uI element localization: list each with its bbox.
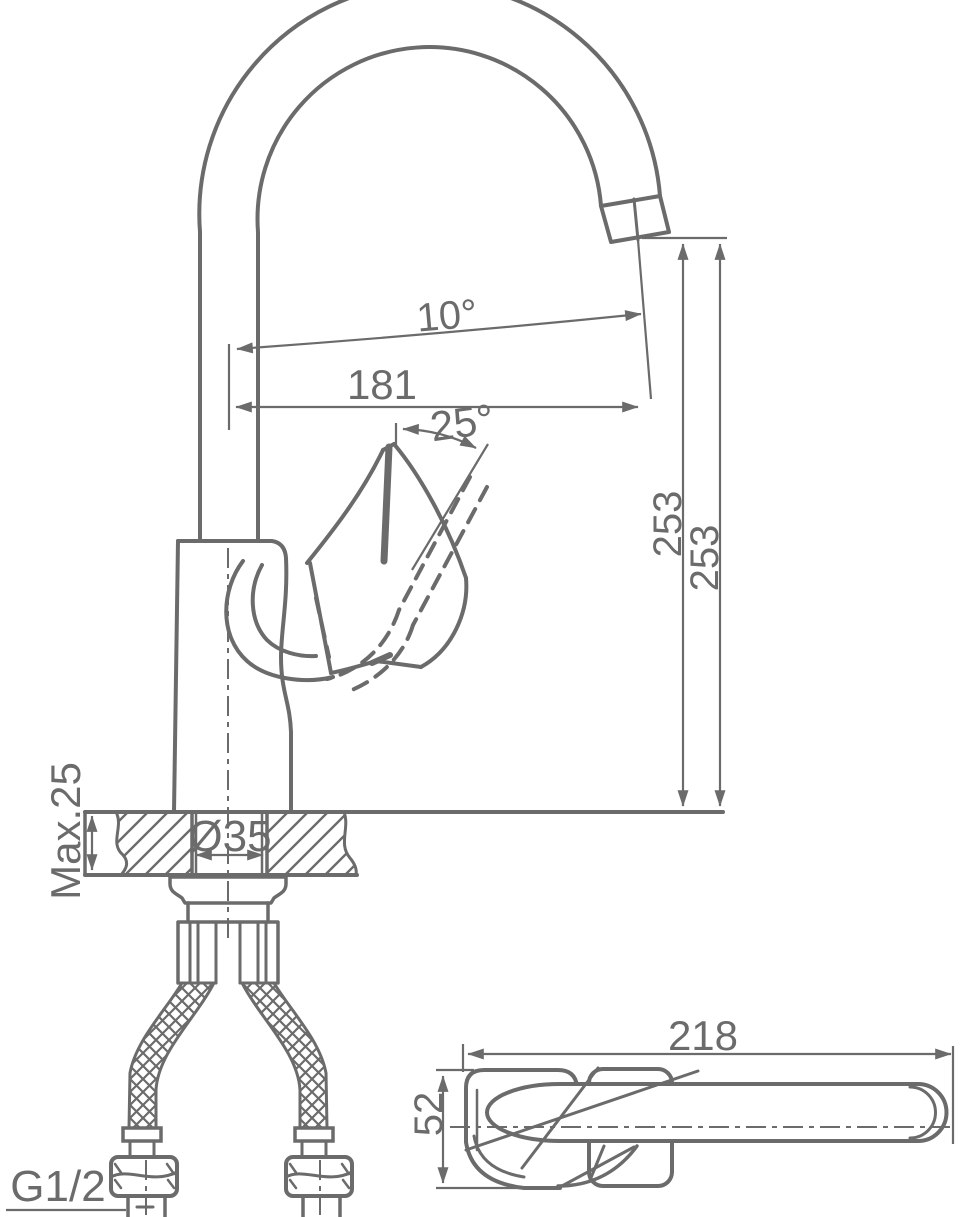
counter-thickness-label: Max.25 — [42, 762, 89, 900]
faucet-body — [172, 539, 293, 814]
countertop-section — [83, 810, 725, 879]
length-label: 218 — [668, 1012, 738, 1059]
spout-outlet — [599, 194, 671, 244]
height-label-1: 253 — [646, 491, 690, 558]
spout-angle-label: 10° — [415, 291, 479, 340]
flex-hoses — [109, 981, 354, 1217]
dimensions-top: 218 52 — [407, 1012, 955, 1190]
spout-angle-dim-line — [236, 310, 642, 354]
lever-top-view — [485, 1082, 949, 1143]
aerator-mark — [632, 197, 640, 242]
body-outline-top — [464, 1068, 579, 1144]
width-label: 52 — [407, 1092, 451, 1137]
handle-angle-label: 25° — [427, 395, 496, 450]
handle-angle-dim-arc — [402, 423, 477, 449]
dimensions-side: 10° 181 25° 253 253 Max.25 Ø35 G1/2 — [6, 236, 727, 1212]
handle-closed — [224, 442, 469, 683]
side-view — [83, 0, 725, 1217]
height-label-2: 253 — [683, 525, 727, 592]
hole-diameter-label: Ø35 — [188, 812, 271, 861]
handle-open-dashed — [314, 475, 489, 692]
thread-label: G1/2 — [10, 1162, 105, 1211]
gooseneck-spout — [197, 0, 671, 543]
spout-reach-label: 181 — [347, 361, 417, 408]
top-view — [450, 1066, 950, 1190]
